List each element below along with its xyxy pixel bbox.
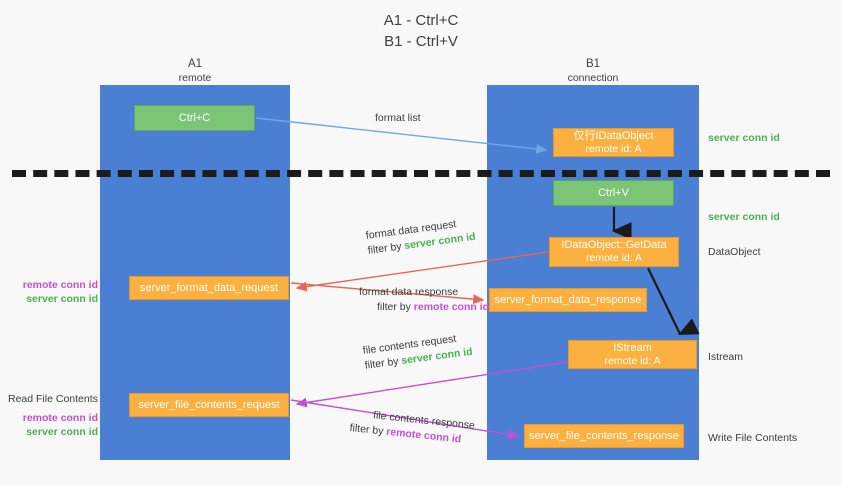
arrow-label-file-contents-request: file contents request filter by server c… (362, 330, 474, 374)
lane-header-b1: B1 connection (487, 57, 699, 85)
box-server-file-contents-response-label: server_file_contents_response (529, 429, 679, 442)
title-line-2: B1 - Ctrl+V (384, 33, 458, 50)
annotation-write-file-contents: Write File Contents (708, 432, 798, 444)
arrow-label-file-contents-response: file contents response filter by remote … (349, 406, 476, 449)
box-server-file-contents-response[interactable]: server_file_contents_response (524, 424, 684, 448)
box-server-file-contents-request[interactable]: server_file_contents_request (129, 393, 289, 417)
box-idataobject-line2: remote id: A (585, 142, 642, 155)
box-server-format-data-request[interactable]: server_format_data_request (129, 276, 289, 300)
arrow-label-format-list: format list (375, 111, 421, 126)
box-istream-line1: IStream (613, 341, 652, 354)
annotation-istream: Istream (708, 351, 744, 363)
filter-by-text: filter by (377, 301, 411, 313)
box-idataobject-line1: 仅行IDataObject (573, 129, 654, 142)
page-title: A1 - Ctrl+C B1 - Ctrl+V (0, 10, 842, 52)
filter-remote-conn-id: remote conn id (413, 301, 490, 313)
annotation-conn-ids-middle: remote conn id server conn id (8, 278, 98, 306)
annotation-remote-conn-id: remote conn id (22, 412, 98, 424)
lane-header-a1-sub: remote (178, 72, 212, 84)
arrow-label-format-data-response-filter: filter by remote conn id (359, 300, 489, 315)
filter-by-text: filter by (349, 421, 384, 438)
annotation-server-conn-id: server conn id (26, 293, 98, 305)
filter-by-text: filter by (364, 355, 400, 372)
box-idataobject[interactable]: 仅行IDataObject remote id: A (553, 128, 674, 157)
box-ctrl-c-label: Ctrl+C (178, 111, 211, 124)
annotation-dataobject: DataObject (708, 246, 761, 258)
annotation-remote-conn-id: remote conn id (22, 279, 98, 291)
filter-by-text: filter by (367, 240, 403, 257)
box-server-format-data-request-label: server_format_data_request (139, 281, 279, 294)
arrow-label-format-data-request: format data request filter by server con… (365, 215, 477, 259)
lane-header-b1-name: B1 (585, 58, 601, 70)
annotation-server-conn-id-top: server conn id (708, 132, 780, 144)
box-istream-line2: remote id: A (604, 354, 661, 367)
box-server-format-data-response-label: server_format_data_response (494, 293, 642, 306)
lane-header-a1: A1 remote (100, 57, 290, 85)
annotation-server-conn-id: server conn id (26, 426, 98, 438)
box-istream[interactable]: IStream remote id: A (568, 340, 697, 369)
lane-header-a1-name: A1 (187, 58, 203, 70)
box-server-format-data-response[interactable]: server_format_data_response (489, 288, 647, 312)
arrow-label-format-data-response-text: format data response (359, 286, 459, 298)
arrow-label-format-data-response: format data response filter by remote co… (359, 285, 489, 315)
annotation-read-file-contents: Read File Contents (8, 393, 98, 405)
box-idataobject-getdata[interactable]: IDataObject::GetData remote id: A (549, 237, 679, 267)
title-line-1: A1 - Ctrl+C (383, 12, 459, 29)
box-ctrl-v[interactable]: Ctrl+V (553, 180, 674, 206)
annotation-conn-ids-bottom: remote conn id server conn id (8, 411, 98, 439)
lane-header-b1-sub: connection (567, 72, 619, 84)
box-server-file-contents-request-label: server_file_contents_request (138, 398, 280, 411)
arrow-label-format-list-text: format list (375, 112, 421, 124)
box-ctrl-c[interactable]: Ctrl+C (134, 105, 255, 131)
box-getdata-line2: remote id: A (585, 252, 643, 264)
box-ctrl-v-label: Ctrl+V (598, 186, 629, 199)
dashed-divider (12, 170, 830, 177)
annotation-server-conn-id-mid: server conn id (708, 211, 780, 223)
box-getdata-line1: IDataObject::GetData (561, 239, 667, 251)
